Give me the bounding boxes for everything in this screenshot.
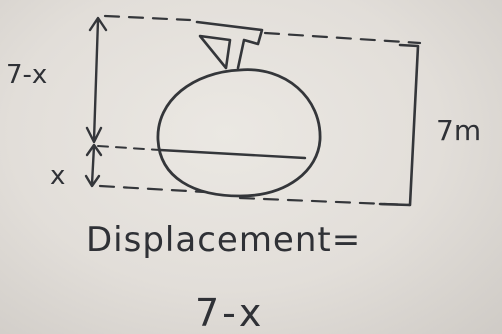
- upper-height-arrow: [85, 16, 108, 144]
- bottom-dashed-line: [98, 184, 412, 207]
- handle-shape: [195, 20, 264, 70]
- upper-height-label: 7-x: [6, 60, 47, 90]
- waterline: [158, 148, 307, 160]
- waterline-dashed-extension: [97, 145, 161, 151]
- lower-height-arrow: [84, 143, 103, 188]
- equation-right-side: 7-x: [195, 291, 264, 334]
- top-dashed-line: [103, 14, 422, 45]
- lower-height-label: x: [50, 161, 65, 191]
- ball-outline: [156, 68, 322, 198]
- equation-left-side: Displacement=: [86, 220, 361, 260]
- total-height-label: 7m: [436, 114, 481, 147]
- total-height-bracket: [378, 43, 420, 207]
